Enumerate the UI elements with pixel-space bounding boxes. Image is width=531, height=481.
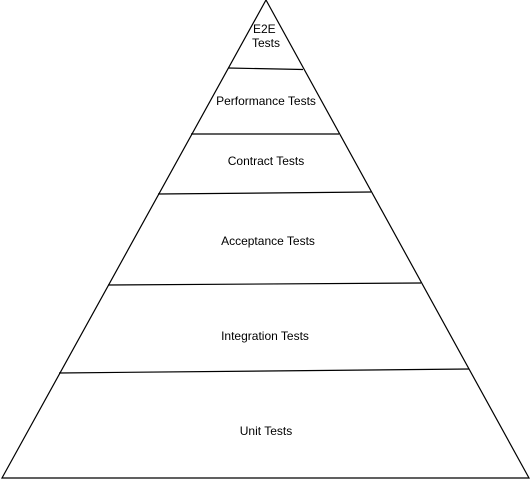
divider-integration-unit xyxy=(58,368,470,374)
layer-label-contract: Contract Tests xyxy=(228,154,304,168)
divider-e2e-performance xyxy=(227,67,304,71)
layer-label-unit: Unit Tests xyxy=(240,424,292,438)
layer-label-acceptance: Acceptance Tests xyxy=(221,234,315,248)
divider-contract-acceptance xyxy=(157,191,372,195)
layer-label-e2e: E2E Tests xyxy=(252,22,280,50)
layer-label-performance: Performance Tests xyxy=(216,94,316,108)
divider-acceptance-integration xyxy=(107,282,422,286)
layer-label-integration: Integration Tests xyxy=(221,329,309,343)
